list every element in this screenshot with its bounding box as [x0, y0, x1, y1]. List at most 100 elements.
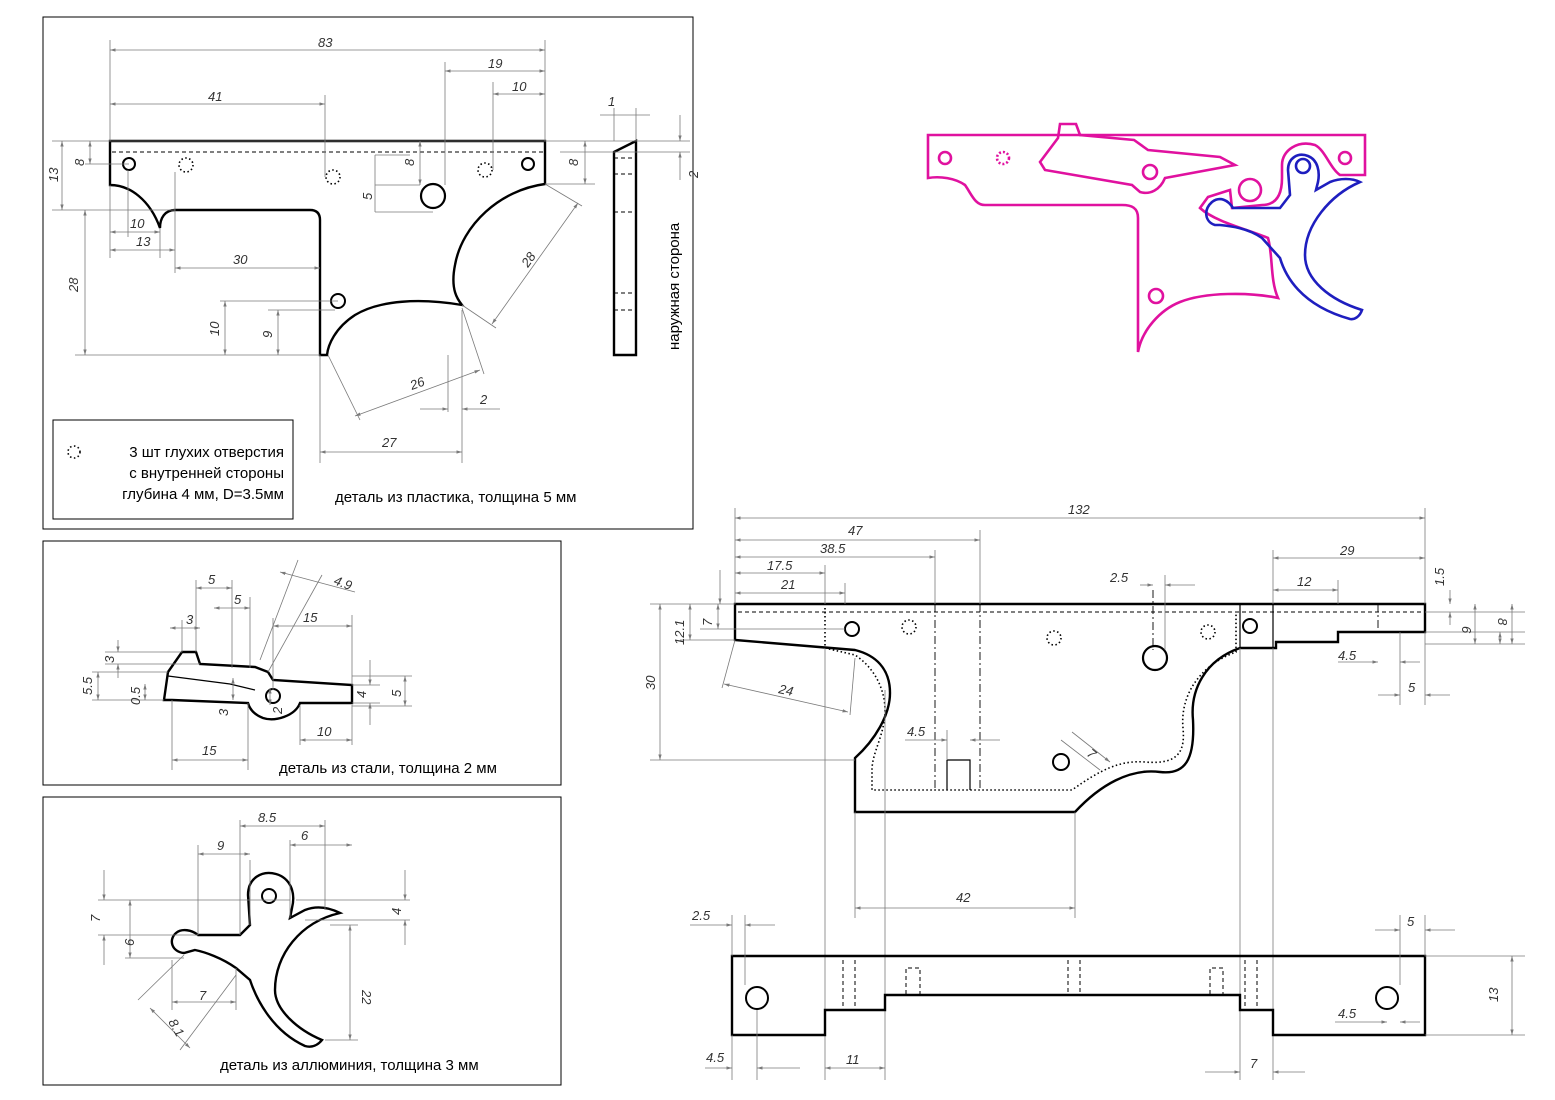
dim-8: 8: [1495, 618, 1510, 626]
dim-10: 10: [207, 321, 222, 336]
steel-inner-edge: [167, 675, 256, 691]
dim-19: 19: [488, 56, 502, 71]
hole: [1375, 986, 1399, 1010]
hole: [261, 888, 277, 904]
panel-aluminium-frame: [42, 796, 562, 1086]
hole-large: [419, 182, 447, 210]
dim-7: 7: [1250, 1056, 1258, 1071]
dim-4: 4: [354, 691, 369, 698]
dim-1: 1: [608, 94, 615, 109]
panel-aluminium: 8.5 6 9 7 4 6 22 7 8.1 деталь из аллюмин…: [42, 796, 562, 1086]
dim-22: 22: [359, 989, 374, 1005]
dim-7: 7: [88, 914, 103, 922]
dim-13: 13: [1486, 987, 1501, 1002]
legend-line2: с внутренней стороны: [129, 465, 284, 482]
main-part: 132 47 38.5 17.5 21 29 2.5 12 1.5 12.1 7…: [643, 502, 1525, 1080]
hole: [1337, 150, 1353, 166]
dim-2: 2: [270, 706, 285, 715]
dim-7: 7: [700, 618, 715, 626]
assembly-steel-part: [1038, 122, 1239, 195]
dim-2: 2: [686, 170, 701, 179]
hole: [1141, 163, 1159, 181]
dim-5: 5: [234, 592, 242, 607]
hole-large: [1237, 177, 1263, 203]
aluminium-dimension-lines: [98, 820, 410, 1051]
dim-2-5: 2.5: [691, 908, 711, 923]
dim-17-5: 17.5: [767, 558, 793, 573]
dim-11: 11: [846, 1052, 860, 1067]
assembly-frame-outline: [926, 133, 1367, 353]
dim-83: 83: [318, 35, 333, 50]
dim-1-5: 1.5: [1432, 567, 1447, 586]
hole: [521, 157, 535, 171]
bottom-dimension-labels: 2.5 5 13 4.5 4.5 11 7: [691, 908, 1501, 1071]
plastic-caption: деталь из пластика, толщина 5 мм: [335, 489, 576, 506]
dim-132: 132: [1068, 502, 1090, 517]
dim-6: 6: [122, 938, 137, 946]
assembly-view: [926, 122, 1367, 353]
dim-42: 42: [956, 890, 971, 905]
dim-5-5: 5.5: [80, 676, 95, 695]
plastic-dimension-labels: 83 19 10 41 1 8 8 8 13 5 2 10 13 30 28 2…: [46, 35, 701, 450]
main-part-centerlines: [934, 590, 1379, 790]
dim-38-5: 38.5: [820, 541, 846, 556]
blind-hole: [1200, 624, 1216, 640]
dim-13: 13: [46, 167, 61, 182]
dim-8: 8: [566, 158, 581, 166]
panel-plastic: наружная сторона: [42, 16, 701, 530]
aluminium-dimension-labels: 8.5 6 9 7 4 6 22 7 8.1: [88, 810, 404, 1039]
blind-hole: [325, 169, 341, 185]
steel-caption: деталь из стали, толщина 2 мм: [279, 760, 497, 777]
dim-8: 8: [72, 158, 87, 166]
side-view-hidden-lines: [614, 157, 636, 311]
bottom-view: 2.5 5 13 4.5 4.5 11 7: [690, 908, 1525, 1080]
hole: [1242, 618, 1258, 634]
legend-line3: глубина 4 мм, D=3.5мм: [122, 486, 284, 503]
dim-4-5: 4.5: [706, 1050, 725, 1065]
main-part-outline: [733, 602, 1427, 814]
dim-5: 5: [389, 689, 404, 697]
dim-10: 10: [130, 216, 145, 231]
steel-dimension-labels: 5 5 4.9 3 15 3 5.5 0.5 2 3 4 5 15 10: [80, 572, 404, 758]
hole-large: [1141, 644, 1169, 672]
dim-10: 10: [317, 724, 332, 739]
dim-5: 5: [208, 572, 216, 587]
blind-hole: [901, 619, 917, 635]
blind-hole-legend: 3 шт глухих отверстия с внутренней сторо…: [52, 419, 294, 520]
side-label: наружная сторона: [666, 222, 683, 350]
dim-8: 8: [402, 158, 417, 166]
dim-8-5: 8.5: [258, 810, 277, 825]
dim-30: 30: [233, 252, 248, 267]
dim-27: 27: [381, 435, 397, 450]
hole: [1147, 287, 1165, 305]
blind-hole: [1046, 630, 1062, 646]
main-part-step: [1239, 604, 1274, 648]
hole: [1052, 753, 1070, 771]
dim-4-9: 4.9: [332, 573, 354, 593]
dim-4-5: 4.5: [1338, 1006, 1357, 1021]
main-part-slot: [946, 759, 971, 790]
dim-3: 3: [216, 708, 231, 716]
blind-hole: [477, 162, 493, 178]
blind-hole-symbol: [67, 445, 81, 459]
dim-24: 24: [776, 681, 794, 699]
dim-47: 47: [848, 523, 863, 538]
dim-13: 13: [136, 234, 151, 249]
hole: [937, 150, 953, 166]
dim-15: 15: [303, 610, 318, 625]
legend-box: [52, 419, 294, 520]
dim-2-5: 2.5: [1109, 570, 1129, 585]
dim-4-5: 4.5: [1338, 648, 1357, 663]
steel-part-outline: [162, 650, 354, 721]
dim-15: 15: [202, 743, 217, 758]
dim-10: 10: [512, 79, 527, 94]
dim-6: 6: [301, 828, 309, 843]
dim-30: 30: [643, 675, 658, 690]
bottom-view-hidden-lines: [842, 960, 1258, 1008]
plastic-dimension-lines: [52, 40, 690, 463]
hole: [745, 986, 769, 1010]
blind-hole: [178, 157, 194, 173]
bottom-dimension-lines: [690, 915, 1525, 1080]
panel-steel-frame: [42, 540, 562, 786]
